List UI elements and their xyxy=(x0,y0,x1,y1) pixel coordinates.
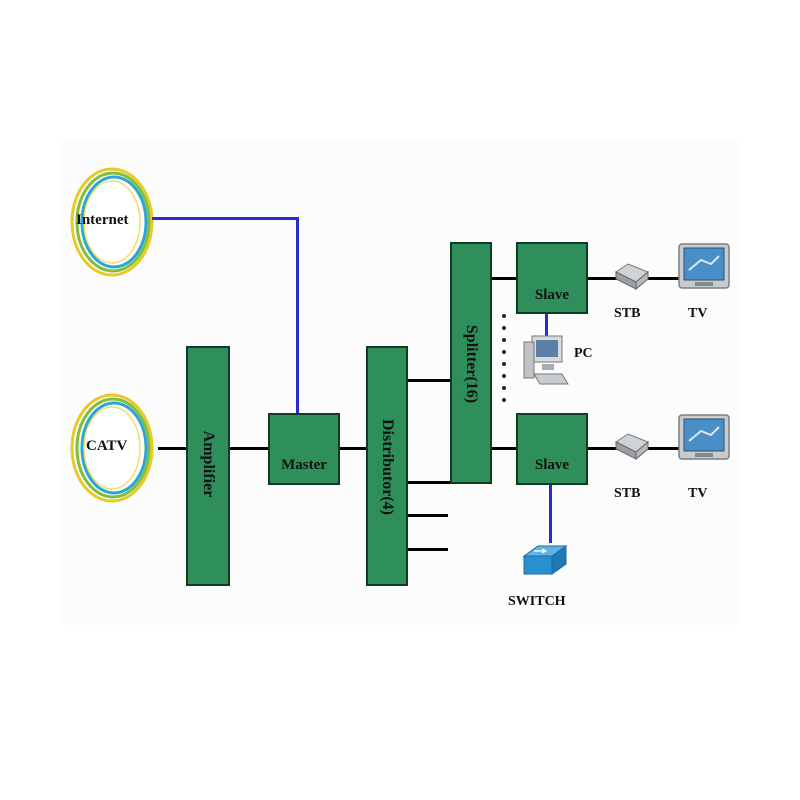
switch-icon xyxy=(522,545,568,575)
stb-bottom-label: STB xyxy=(614,486,641,501)
splitter-to-slave-top xyxy=(490,277,518,280)
slave-top-to-stb xyxy=(586,277,618,280)
internet-link-horizontal xyxy=(152,217,298,220)
slave-bottom-to-stb xyxy=(586,447,618,450)
distributor-output-4 xyxy=(406,548,448,551)
slave-bottom-block xyxy=(516,413,588,485)
amplifier-to-master-line xyxy=(228,447,270,450)
distributor-block xyxy=(366,346,408,586)
tv-top-label: TV xyxy=(688,306,708,321)
stb-bottom-to-tv xyxy=(648,447,682,450)
amplifier-label: Amplifier xyxy=(200,430,217,498)
stb-top-to-tv xyxy=(648,277,682,280)
pc-label: PC xyxy=(574,346,593,361)
distributor-output-2 xyxy=(406,481,451,484)
catv-ring-icon xyxy=(70,393,154,503)
internet-label: Internet xyxy=(76,212,129,228)
splitter-to-slave-bottom xyxy=(490,447,518,450)
tv-icon xyxy=(678,414,730,460)
catv-label: CATV xyxy=(86,438,128,454)
master-label: Master xyxy=(281,457,327,473)
tv-bottom-label: TV xyxy=(688,486,708,501)
slave-bottom-label: Slave xyxy=(534,457,570,473)
splitter-label: Splitter(16) xyxy=(463,324,480,404)
switch-label: SWITCH xyxy=(508,594,566,609)
switch-link xyxy=(549,483,552,543)
internet-ring-icon xyxy=(70,167,154,277)
distributor-output-3 xyxy=(406,514,448,517)
splitter-block xyxy=(450,242,492,484)
master-block xyxy=(268,413,340,485)
slave-top-label: Slave xyxy=(534,287,570,303)
tv-icon xyxy=(678,243,730,289)
pc-link xyxy=(545,313,548,343)
stb-icon xyxy=(615,433,649,461)
amplifier-block xyxy=(186,346,230,586)
stb-top-label: STB xyxy=(614,306,641,321)
stb-icon xyxy=(615,263,649,291)
internet-link-vertical xyxy=(296,217,299,415)
distributor-output-1 xyxy=(406,379,451,382)
pc-icon xyxy=(523,335,569,385)
catv-to-amplifier-line xyxy=(158,447,188,450)
distributor-label: Distributor(4) xyxy=(379,419,396,515)
more-outputs-dots xyxy=(502,314,506,402)
slave-top-block xyxy=(516,242,588,314)
master-to-distributor-line xyxy=(338,447,368,450)
